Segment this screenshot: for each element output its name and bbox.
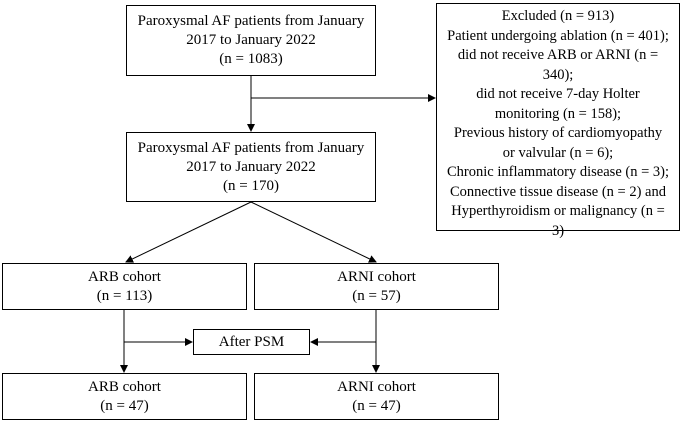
included-line-2: 2017 to January 2022 [186,158,316,175]
initial-cohort-box: Paroxysmal AF patients from January 2017… [126,5,376,76]
arni-matched-count: (n = 47) [352,397,401,414]
initial-line-1: Paroxysmal AF patients from January [137,13,365,29]
excluded-line-11: Hyperthyroidism or malignancy (n = [451,203,665,219]
arni-cohort-box: ARNI cohort (n = 57) [254,263,499,310]
excluded-box: Excluded (n = 913) Patient undergoing ab… [436,3,680,239]
arni-cohort-label: ARNI cohort [337,268,416,285]
arb-cohort-count: (n = 113) [96,287,153,304]
arrow-included-to-arni [250,201,377,263]
excluded-line-9: Chronic inflammatory disease (n = 3); [447,164,669,180]
arb-cohort-label: ARB cohort [88,268,161,285]
after-psm-box: After PSM [193,329,310,355]
excluded-line-12: 3) [551,222,565,239]
included-line-1: Paroxysmal AF patients from January [137,139,365,156]
excluded-line-8: or valvular (n = 6); [502,144,614,161]
excluded-line-10: Connective tissue disease (n = 2) and [450,183,666,200]
arni-matched-cohort-box: ARNI cohort (n = 47) [254,373,499,420]
excluded-line-3: did not receive ARB or ARNI (n = [457,47,659,63]
arb-matched-label: ARB cohort [88,378,161,395]
arni-cohort-count: (n = 57) [352,287,401,304]
arb-matched-cohort-box: ARB cohort (n = 47) [2,373,247,420]
arrow-included-to-arb [125,201,252,263]
included-line-3: (n = 170) [223,177,279,194]
included-cohort-box: Paroxysmal AF patients from January 2017… [126,132,376,202]
excluded-line-5: did not receive 7-day Holter [476,86,640,102]
initial-line-3: (n = 1083) [219,51,283,67]
arb-matched-count: (n = 47) [100,397,149,414]
excluded-line-6: monitoring (n = 158); [494,105,622,122]
arb-cohort-box: ARB cohort (n = 113) [2,263,247,310]
after-psm-label: After PSM [218,333,285,350]
excluded-line-1: Excluded (n = 913) [501,8,615,24]
excluded-line-4: 340); [542,66,574,83]
initial-line-2: 2017 to January 2022 [186,32,316,48]
arni-matched-label: ARNI cohort [337,378,416,395]
excluded-line-2: Patient undergoing ablation (n = 401); [447,27,669,44]
excluded-line-7: Previous history of cardiomyopathy [453,125,663,141]
